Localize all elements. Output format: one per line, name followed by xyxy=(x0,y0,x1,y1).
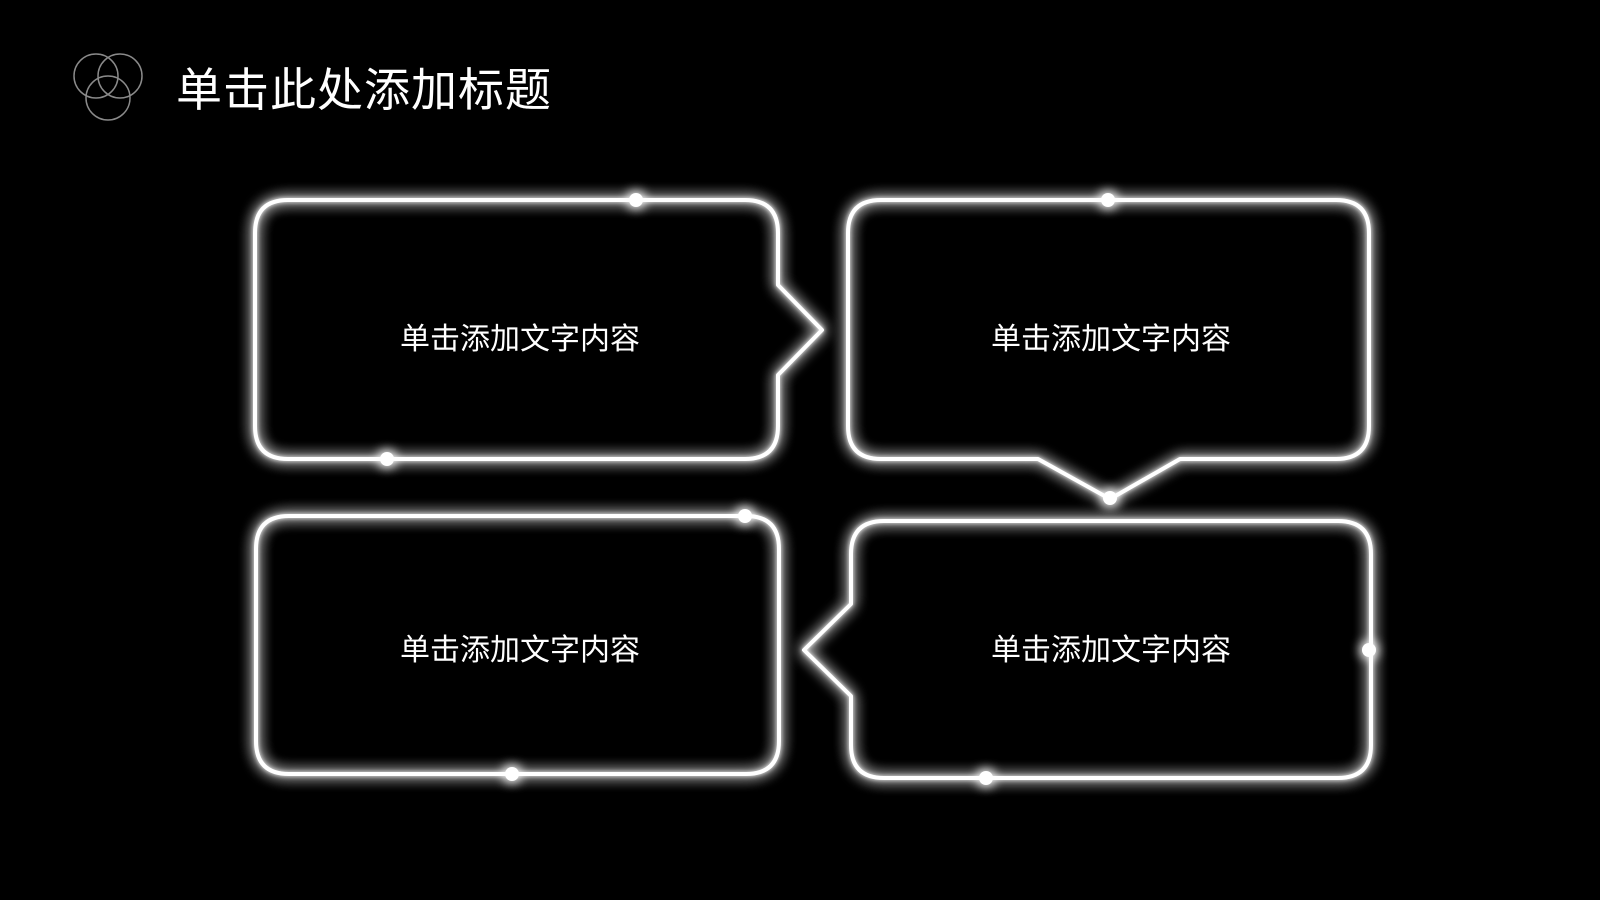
glow-dot xyxy=(1101,193,1115,207)
glow-dot xyxy=(505,767,519,781)
slide-title[interactable]: 单击此处添加标题 xyxy=(176,63,552,117)
glow-dot xyxy=(979,771,993,785)
box-2-frame xyxy=(846,198,1371,501)
box-1-frame xyxy=(253,198,824,461)
glow-dot xyxy=(738,509,752,523)
box-2-label[interactable]: 单击添加文字内容 xyxy=(991,322,1231,357)
overlapping-circles-icon xyxy=(73,53,143,121)
glow-dot xyxy=(1362,643,1376,657)
glow-dot xyxy=(629,193,643,207)
box-3-frame xyxy=(254,514,781,776)
box-1-label[interactable]: 单击添加文字内容 xyxy=(400,322,640,357)
glow-dot xyxy=(1103,491,1117,505)
box-3-label[interactable]: 单击添加文字内容 xyxy=(400,633,640,668)
glow-dot xyxy=(380,452,394,466)
box-4-label[interactable]: 单击添加文字内容 xyxy=(991,633,1231,668)
box-4-frame xyxy=(802,519,1373,780)
